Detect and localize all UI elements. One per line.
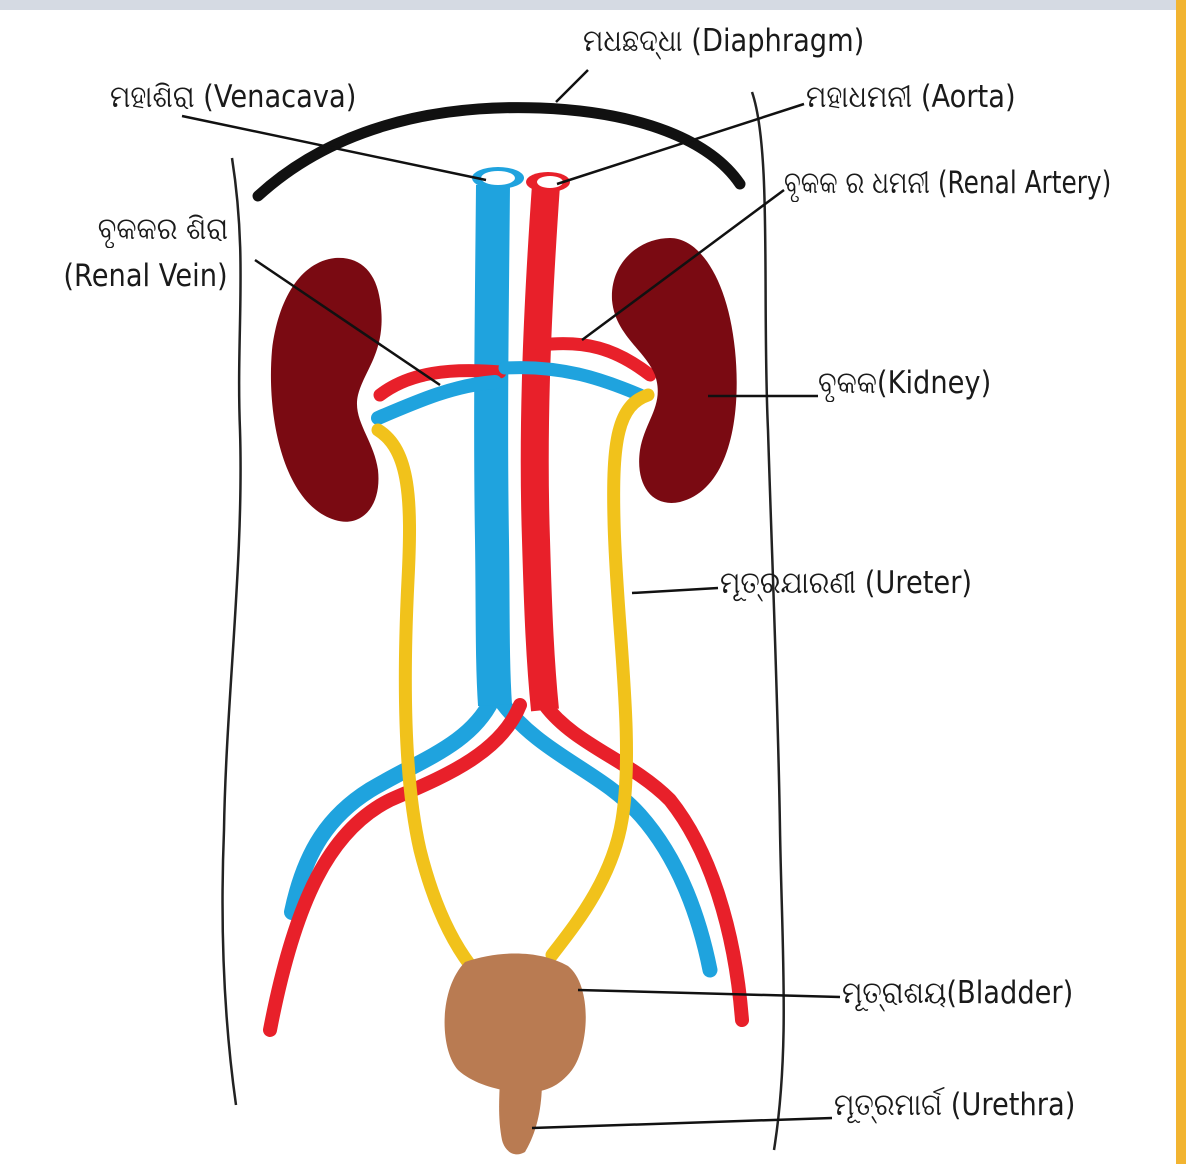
bladder-label: ମୂତ୍ରାଶୟ(Bladder): [842, 978, 1073, 1009]
left-kidney: [271, 258, 382, 522]
venacava-leader: [182, 116, 486, 180]
urethra-leader: [532, 1118, 832, 1128]
renal-vein-label-line2: (Renal Vein): [64, 261, 228, 292]
right-kidney: [612, 238, 737, 503]
body-outline-left: [223, 158, 241, 1105]
diaphragm-leader: [556, 70, 588, 102]
aorta-opening-rim: [537, 176, 563, 188]
venacava-label: ମହାଶିରା (Venacava): [110, 82, 356, 113]
urethra-shape: [499, 1080, 542, 1154]
venacava-opening-rim: [481, 171, 515, 185]
aorta-vessel: [535, 185, 546, 710]
ureter-leader: [632, 588, 718, 593]
ureter-label: ମୂତ୍ରଯାରଣୀ (Ureter): [720, 568, 972, 599]
renal-artery-label: ବୃକକ ର ଧମନୀ (Renal Artery): [784, 168, 1111, 199]
renal-vein-label-line1: ବୃକକର ଶିରା: [98, 214, 228, 245]
body-outline-right: [752, 92, 784, 1150]
left-ureter: [378, 430, 470, 965]
kidney-label: ବୃକକ(Kidney): [818, 368, 991, 399]
urethra-label: ମୂତ୍ରମାର୍ଗ (Urethra): [834, 1090, 1075, 1121]
venacava-vessel: [491, 185, 495, 705]
right-iliac-vein: [500, 700, 710, 970]
bladder-shape: [445, 953, 586, 1092]
bladder-leader: [578, 990, 840, 997]
right-ureter: [552, 395, 648, 955]
diaphragm-label: ମଧଛଦ୍ଧା (Diaphragm): [583, 26, 864, 57]
aorta-label: ମହାଧମନୀ (Aorta): [806, 82, 1016, 113]
